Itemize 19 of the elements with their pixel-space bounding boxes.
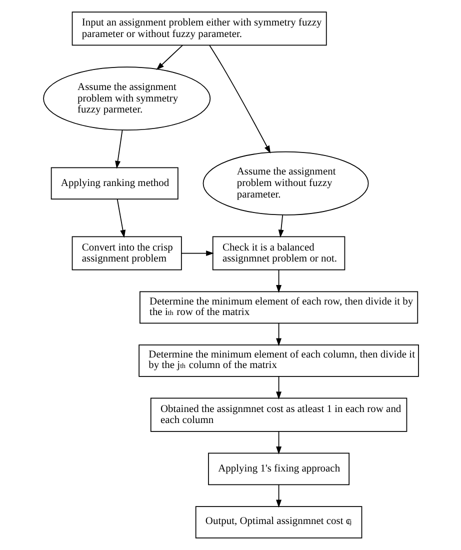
arrow (114, 130, 122, 169)
node-box: Obtained the assignmnet cost as atleast 1 in each row and each column (150, 398, 407, 432)
arrow (276, 322, 282, 346)
arrow (276, 430, 282, 454)
node-box: Applying 1's fixing approach (208, 452, 350, 486)
arrow (276, 484, 282, 508)
node-ellipse: Assume the assignment problem without fuzzy parameter. (202, 151, 368, 216)
arrow (276, 269, 282, 293)
arrow (276, 376, 282, 400)
node-box: Input an assignment problem either with symmetry fuzzy parameter or without fuzzy parameter. (71, 12, 326, 46)
node-box: Convert into the crisp assignment problem (71, 236, 182, 270)
node-box: Check it is a balanced assignmnet problem or not. (212, 236, 345, 270)
arrow (278, 214, 284, 238)
arrow (116, 198, 126, 238)
arrow (156, 44, 182, 70)
arrow (180, 250, 214, 256)
arrow (208, 45, 270, 154)
node-ellipse: Assume the assignment problem with symmetry fuzzy parmeter. (42, 66, 210, 131)
node-box: Applying ranking method (50, 167, 178, 200)
